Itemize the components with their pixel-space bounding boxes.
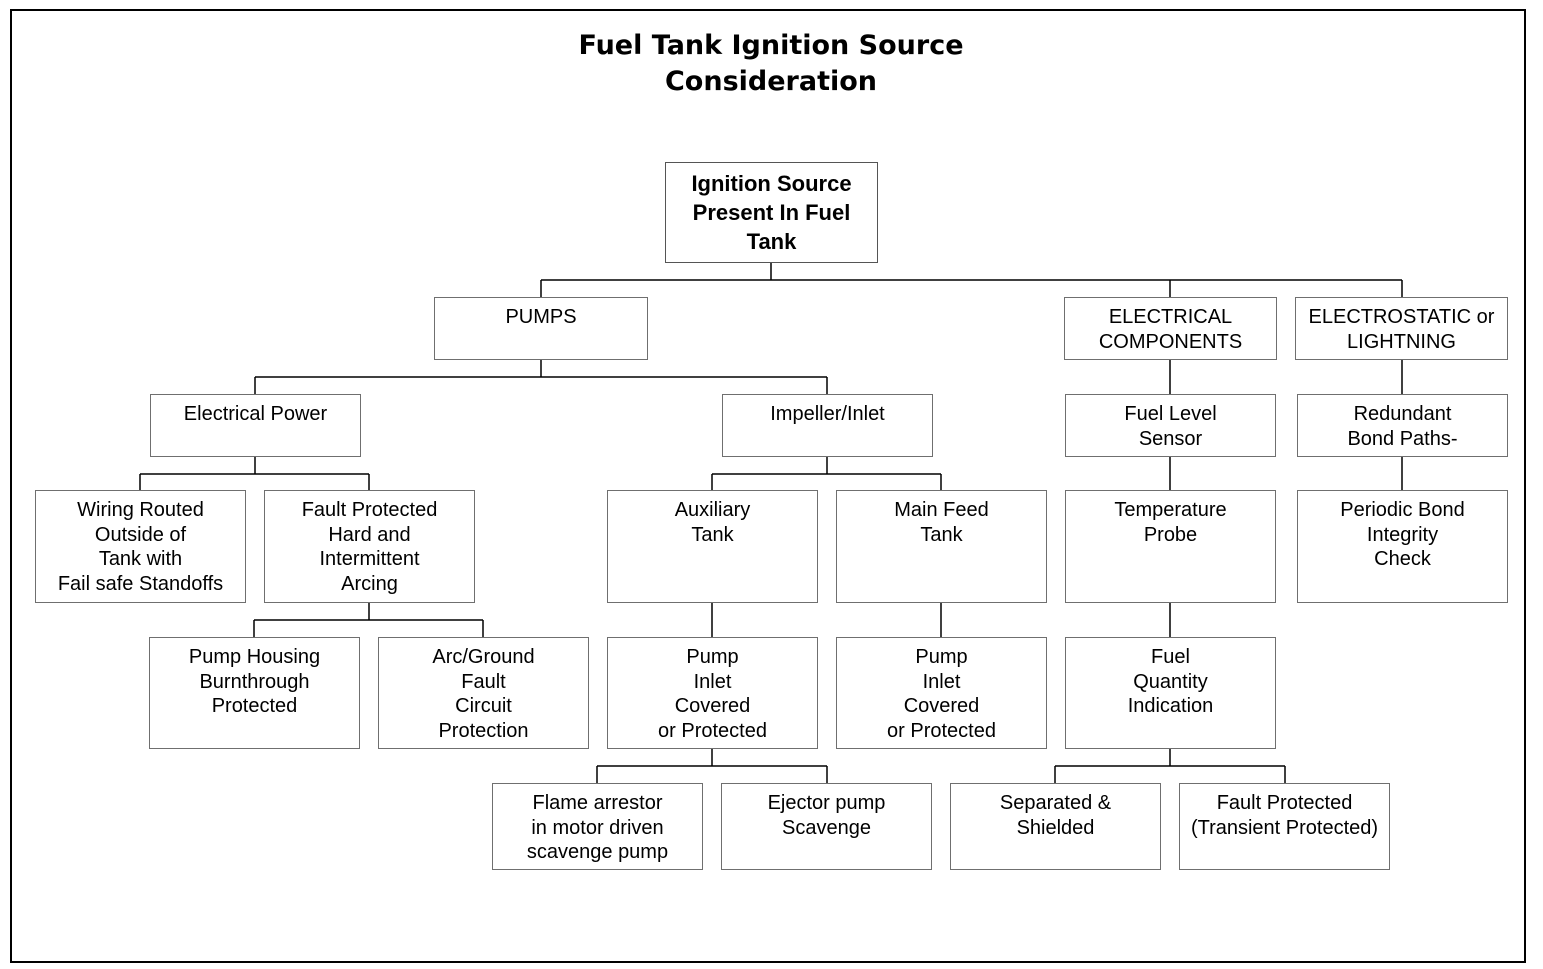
node-main-feed-tank: Main Feed Tank bbox=[836, 490, 1047, 603]
node-pump-inlet-main: Pump Inlet Covered or Protected bbox=[836, 637, 1047, 749]
node-periodic-bond-check: Periodic Bond Integrity Check bbox=[1297, 490, 1508, 603]
diagram-frame bbox=[10, 9, 1526, 963]
node-electrical-power: Electrical Power bbox=[150, 394, 361, 457]
connector-root bbox=[540, 263, 1403, 297]
node-redundant-bond-paths: Redundant Bond Paths- bbox=[1297, 394, 1508, 457]
connector-electrical-power bbox=[139, 457, 370, 490]
title-line-1: Fuel Tank Ignition Source bbox=[578, 30, 964, 61]
node-fault-protected-arcing: Fault Protected Hard and Intermittent Ar… bbox=[264, 490, 475, 603]
node-electrical-components: ELECTRICAL COMPONENTS bbox=[1064, 297, 1277, 360]
node-electrostatic-lightning: ELECTROSTATIC or LIGHTNING bbox=[1295, 297, 1508, 360]
node-impeller-inlet: Impeller/Inlet bbox=[722, 394, 933, 457]
node-flame-arrestor: Flame arrestor in motor driven scavenge … bbox=[492, 783, 703, 870]
connector-impeller bbox=[711, 457, 942, 490]
node-temperature-probe: Temperature Probe bbox=[1065, 490, 1276, 603]
node-fuel-quantity-indication: Fuel Quantity Indication bbox=[1065, 637, 1276, 749]
node-fault-transient-protected: Fault Protected (Transient Protected) bbox=[1179, 783, 1390, 870]
node-pump-housing: Pump Housing Burnthrough Protected bbox=[149, 637, 360, 749]
diagram-title: Fuel Tank Ignition Source Consideration bbox=[471, 28, 1071, 100]
node-ignition-source: Ignition Source Present In Fuel Tank bbox=[665, 162, 878, 263]
connector-fault-arcing bbox=[253, 603, 484, 637]
node-ejector-pump: Ejector pump Scavenge bbox=[721, 783, 932, 870]
node-wiring-routed: Wiring Routed Outside of Tank with Fail … bbox=[35, 490, 246, 603]
connector-fuel-quantity bbox=[1054, 749, 1286, 783]
node-separated-shielded: Separated & Shielded bbox=[950, 783, 1161, 870]
node-arc-ground-fault: Arc/Ground Fault Circuit Protection bbox=[378, 637, 589, 749]
node-fuel-level-sensor: Fuel Level Sensor bbox=[1065, 394, 1276, 457]
node-pumps: PUMPS bbox=[434, 297, 648, 360]
connector-pumps bbox=[254, 360, 828, 394]
connector-pump-inlet bbox=[596, 749, 828, 783]
node-pump-inlet-aux: Pump Inlet Covered or Protected bbox=[607, 637, 818, 749]
title-line-2: Consideration bbox=[664, 66, 878, 97]
node-auxiliary-tank: Auxiliary Tank bbox=[607, 490, 818, 603]
